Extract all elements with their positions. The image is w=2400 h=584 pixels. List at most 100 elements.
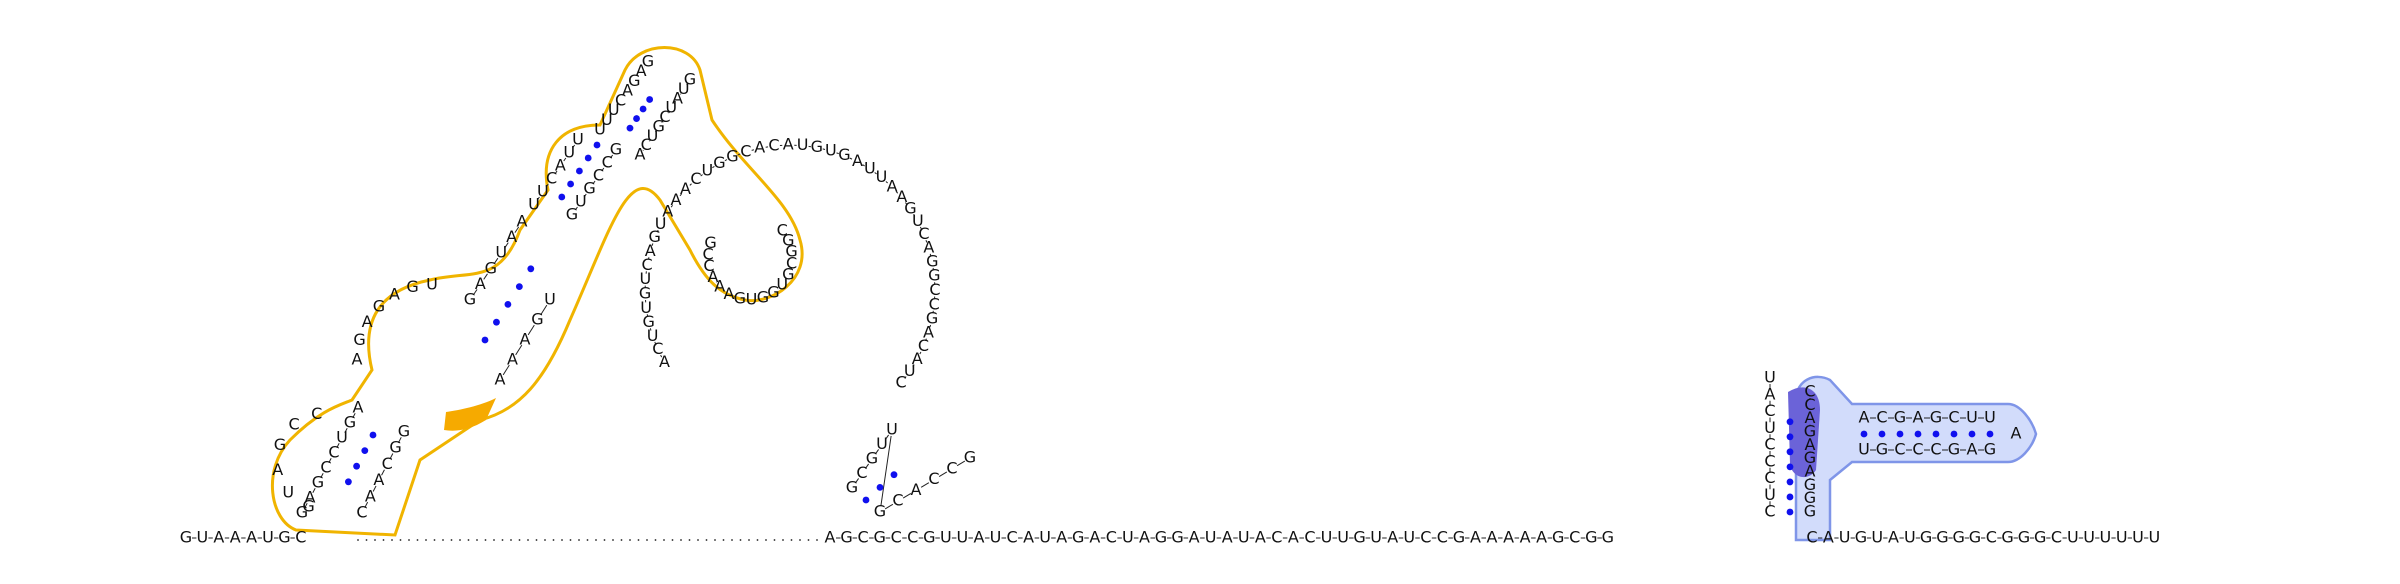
nucleotide: G (704, 233, 716, 252)
nucleotide: G (531, 310, 543, 329)
unresolved-gap-dot (756, 539, 759, 541)
nucleotide: G (1552, 528, 1564, 547)
nucleotide: U (904, 361, 916, 380)
base-pair-dot (369, 431, 377, 439)
nucleotide: C (382, 454, 393, 473)
nucleotide: U (1871, 528, 1883, 547)
nucleotide: G (964, 448, 976, 467)
unresolved-gap-dot (391, 539, 393, 541)
loop-e-bond (919, 226, 922, 230)
nucleotide: U (1122, 528, 1134, 547)
nucleotide: C (1876, 408, 1887, 427)
unresolved-gap-dot (671, 539, 674, 541)
nucleotide: A (671, 190, 682, 209)
nucleotide: U (647, 126, 659, 145)
nucleotide: C (356, 503, 367, 522)
nucleotide: C (328, 443, 339, 462)
nucleotide: U (2083, 528, 2095, 547)
stem-c-left-bond (536, 196, 540, 201)
nucleotide: U (864, 158, 876, 177)
nucleotide: C (690, 169, 701, 188)
nucleotide: C (928, 469, 939, 488)
nucleotide: U (876, 167, 888, 186)
nucleotide: G (1920, 528, 1932, 547)
nucleotide: G (846, 478, 858, 497)
stem-c-left-bond (572, 144, 576, 149)
nucleotide: G (312, 473, 324, 492)
nucleotide: G (180, 528, 192, 547)
nucleotide: U (282, 482, 294, 501)
nucleotide: C (602, 153, 613, 172)
base-pair-dot (1786, 493, 1794, 501)
nucleotide: U (640, 269, 652, 288)
nucleotide: C (1569, 528, 1580, 547)
nucleotide: C (907, 528, 918, 547)
highlight-region-2-outline (1794, 375, 2038, 542)
nucleotide: A (1189, 528, 1200, 547)
unresolved-gap-dot (459, 539, 461, 541)
stem-c-right-bond (583, 193, 587, 198)
nucleotide: G (1804, 502, 1816, 521)
nucleotide: A (645, 241, 656, 260)
nucleotide: A (825, 528, 836, 547)
nucleotide: C (1006, 528, 1017, 547)
loop-e-bond (651, 243, 654, 246)
nucleotide: U (1764, 418, 1776, 437)
nucleotide: G (389, 438, 401, 457)
nucleotide: C (1894, 440, 1905, 459)
nucleotide: A (636, 61, 647, 80)
base-pair-dot (1786, 508, 1794, 516)
nucleotide: G (344, 413, 356, 432)
unresolved-gap-dot (416, 539, 419, 541)
nucleotide: C (1764, 435, 1775, 454)
nucleotide: A (1222, 528, 1233, 547)
nucleotide: G (873, 528, 885, 547)
nucleotide: A (1805, 408, 1816, 427)
nucleotide: A (852, 151, 863, 170)
nucleotide: A (680, 179, 691, 198)
nucleotide: G (296, 503, 308, 522)
nucleotide: A (352, 350, 363, 369)
nucleotide: G (2018, 528, 2030, 547)
nucleotide: G (926, 251, 938, 270)
nucleotide: G (713, 153, 725, 172)
highlight-region-1-mark (444, 398, 496, 431)
base-pair-dot (515, 283, 523, 290)
nucleotide: U (426, 275, 438, 294)
nucleotide: G (1585, 528, 1597, 547)
nucleotide: G (464, 290, 476, 309)
nucleotide: A (1139, 528, 1150, 547)
nucleotide: U (1321, 528, 1333, 547)
nucleotide: G (726, 146, 738, 165)
nucleotide: C (858, 528, 869, 547)
nucleotide: A (2011, 424, 2022, 443)
nucleotide: U (1858, 440, 1870, 459)
nucleotide: U (601, 110, 613, 129)
stem-b-right-bond (527, 324, 535, 336)
loop-e-bond (679, 193, 682, 197)
loop-e-bond (895, 191, 899, 194)
nucleotide: A (1888, 528, 1899, 547)
nucleotide: C (1804, 382, 1815, 401)
unresolved-gap-dot (552, 539, 555, 541)
nucleotide: C (768, 135, 779, 154)
unresolved-gap-dot (518, 539, 521, 541)
loop-e-bond (904, 376, 907, 379)
nucleotide: G (904, 199, 916, 218)
loop-e-bond (929, 253, 932, 257)
loop-e-bond (919, 351, 922, 355)
nucleotide: U (940, 528, 952, 547)
nucleotide: A (1056, 528, 1067, 547)
nucleotide: A (1288, 528, 1299, 547)
stem-a-left-bond (344, 428, 348, 433)
nucleotide: G (1155, 528, 1167, 547)
loop-e-bond (925, 239, 928, 243)
nucleotide: U (2148, 528, 2160, 547)
unresolved-gap-dot (705, 539, 708, 541)
nucleotide: A (783, 135, 794, 154)
nucleotide: C (918, 336, 929, 355)
nucleotide: A (1805, 462, 1816, 481)
nucleotide: A (555, 156, 566, 175)
highlight-region-2-mark (1788, 387, 1820, 478)
hairpin-f-bond (880, 435, 892, 507)
